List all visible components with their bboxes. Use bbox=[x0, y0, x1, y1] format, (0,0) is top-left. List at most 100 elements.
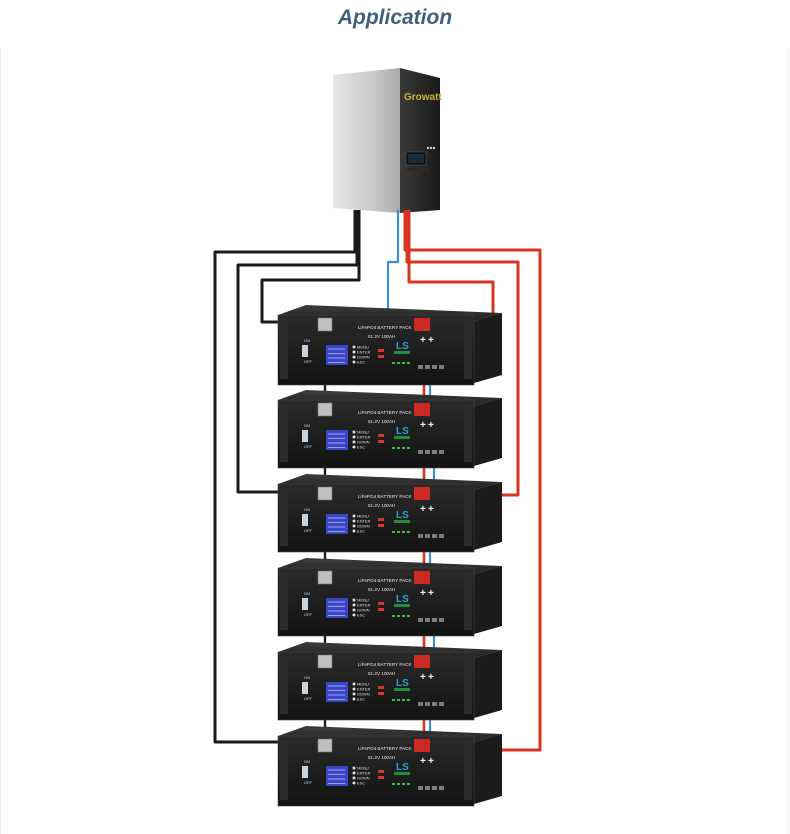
menu-button-icon bbox=[352, 766, 356, 770]
battery-side-face bbox=[474, 734, 502, 804]
ls-logo: LS bbox=[396, 510, 409, 521]
comm-port bbox=[418, 618, 423, 622]
logo-underline bbox=[394, 520, 410, 523]
menu-item-label: DOWN bbox=[357, 776, 370, 781]
inverter-front-panel bbox=[333, 68, 400, 213]
battery-handle-left bbox=[280, 572, 288, 630]
battery-handle-right bbox=[464, 319, 472, 379]
alarm-led bbox=[378, 776, 384, 779]
battery-lcd-screen bbox=[326, 682, 348, 702]
alarm-led bbox=[378, 686, 384, 689]
positive-symbol: + bbox=[420, 504, 426, 515]
negative-cable-2 bbox=[236, 210, 359, 494]
menu-item-label: MENU bbox=[357, 766, 369, 771]
menu-button-icon bbox=[352, 345, 356, 349]
negative-cable-1 bbox=[213, 210, 357, 744]
negative-terminal bbox=[317, 738, 333, 753]
comm-port bbox=[432, 702, 437, 706]
negative-terminal bbox=[317, 486, 333, 501]
battery-pack-label: LiFePO4 BATTERY PACK bbox=[358, 662, 412, 667]
battery-rating-label: 51.2V 100AH bbox=[368, 334, 395, 339]
battery-pack-label: LiFePO4 BATTERY PACK bbox=[358, 410, 412, 415]
alarm-led bbox=[378, 524, 384, 527]
negative-terminal bbox=[317, 402, 333, 417]
status-led bbox=[407, 783, 410, 785]
comm-port bbox=[432, 618, 437, 622]
battery-lcd-screen bbox=[326, 766, 348, 786]
comm-port bbox=[425, 786, 430, 790]
menu-button-icon bbox=[352, 355, 356, 359]
status-led bbox=[407, 362, 410, 364]
battery-handle-right bbox=[464, 656, 472, 714]
battery-handle-left bbox=[280, 404, 288, 462]
status-led bbox=[407, 447, 410, 449]
menu-button-icon bbox=[352, 598, 356, 602]
status-led bbox=[392, 783, 395, 785]
positive-cable-1 bbox=[403, 210, 542, 752]
battery-rating-label: 51.2V 100AH bbox=[368, 587, 395, 592]
status-led bbox=[407, 615, 410, 617]
battery-handle-left bbox=[280, 656, 288, 714]
battery-rating-label: 51.2V 100AH bbox=[368, 755, 395, 760]
positive-terminal bbox=[414, 655, 430, 668]
status-led bbox=[402, 615, 405, 617]
menu-button-icon bbox=[352, 692, 356, 696]
battery-front-panel bbox=[277, 483, 475, 553]
status-led bbox=[402, 447, 405, 449]
battery-handle-left bbox=[280, 319, 288, 379]
positive-symbol: + bbox=[428, 588, 434, 599]
menu-button-icon bbox=[352, 519, 356, 523]
menu-item-label: DOWN bbox=[357, 524, 370, 529]
battery-front-panel bbox=[277, 399, 475, 469]
comm-port bbox=[418, 702, 423, 706]
battery-front-panel bbox=[277, 567, 475, 637]
power-switch bbox=[302, 345, 308, 357]
menu-item-label: ESC bbox=[357, 697, 365, 702]
menu-item-label: DOWN bbox=[357, 440, 370, 445]
positive-symbol: + bbox=[420, 335, 426, 346]
menu-button-icon bbox=[352, 445, 356, 449]
comm-port bbox=[432, 534, 437, 538]
battery-front-panel bbox=[277, 314, 475, 386]
alarm-led bbox=[378, 434, 384, 437]
comm-port bbox=[439, 450, 444, 454]
comm-port bbox=[425, 618, 430, 622]
battery-front-panel bbox=[277, 651, 475, 721]
inverter-side-panel bbox=[400, 68, 440, 213]
menu-item-label: ESC bbox=[357, 781, 365, 786]
negative-terminal bbox=[317, 570, 333, 585]
positive-terminal bbox=[414, 571, 430, 584]
menu-button-icon bbox=[352, 682, 356, 686]
positive-terminal bbox=[414, 403, 430, 416]
status-led bbox=[402, 783, 405, 785]
menu-item-label: ENTER bbox=[357, 435, 371, 440]
menu-button-icon bbox=[352, 613, 356, 617]
menu-button-icon bbox=[352, 360, 356, 364]
battery-rating-label: 51.2V 100AH bbox=[368, 503, 395, 508]
comm-port bbox=[418, 534, 423, 538]
positive-terminal bbox=[414, 318, 430, 331]
comm-port bbox=[425, 534, 430, 538]
battery-handle-left bbox=[280, 488, 288, 546]
menu-item-label: MENU bbox=[357, 682, 369, 687]
comm-port bbox=[439, 534, 444, 538]
battery-side-face bbox=[474, 313, 502, 383]
off-label: OFF bbox=[304, 696, 313, 701]
battery-lcd-screen bbox=[326, 345, 348, 365]
menu-button-icon bbox=[352, 524, 356, 528]
menu-button-icon bbox=[352, 529, 356, 533]
inverter-button-row bbox=[407, 168, 429, 171]
ls-logo: LS bbox=[396, 594, 409, 605]
comm-port bbox=[432, 365, 437, 369]
menu-item-label: ENTER bbox=[357, 603, 371, 608]
positive-symbol: + bbox=[420, 588, 426, 599]
menu-button-icon bbox=[352, 608, 356, 612]
battery-lcd-screen bbox=[326, 598, 348, 618]
on-label: ON bbox=[304, 759, 310, 764]
negative-terminal bbox=[317, 317, 333, 332]
positive-symbol: + bbox=[428, 756, 434, 767]
on-label: ON bbox=[304, 423, 310, 428]
logo-underline bbox=[394, 351, 410, 354]
